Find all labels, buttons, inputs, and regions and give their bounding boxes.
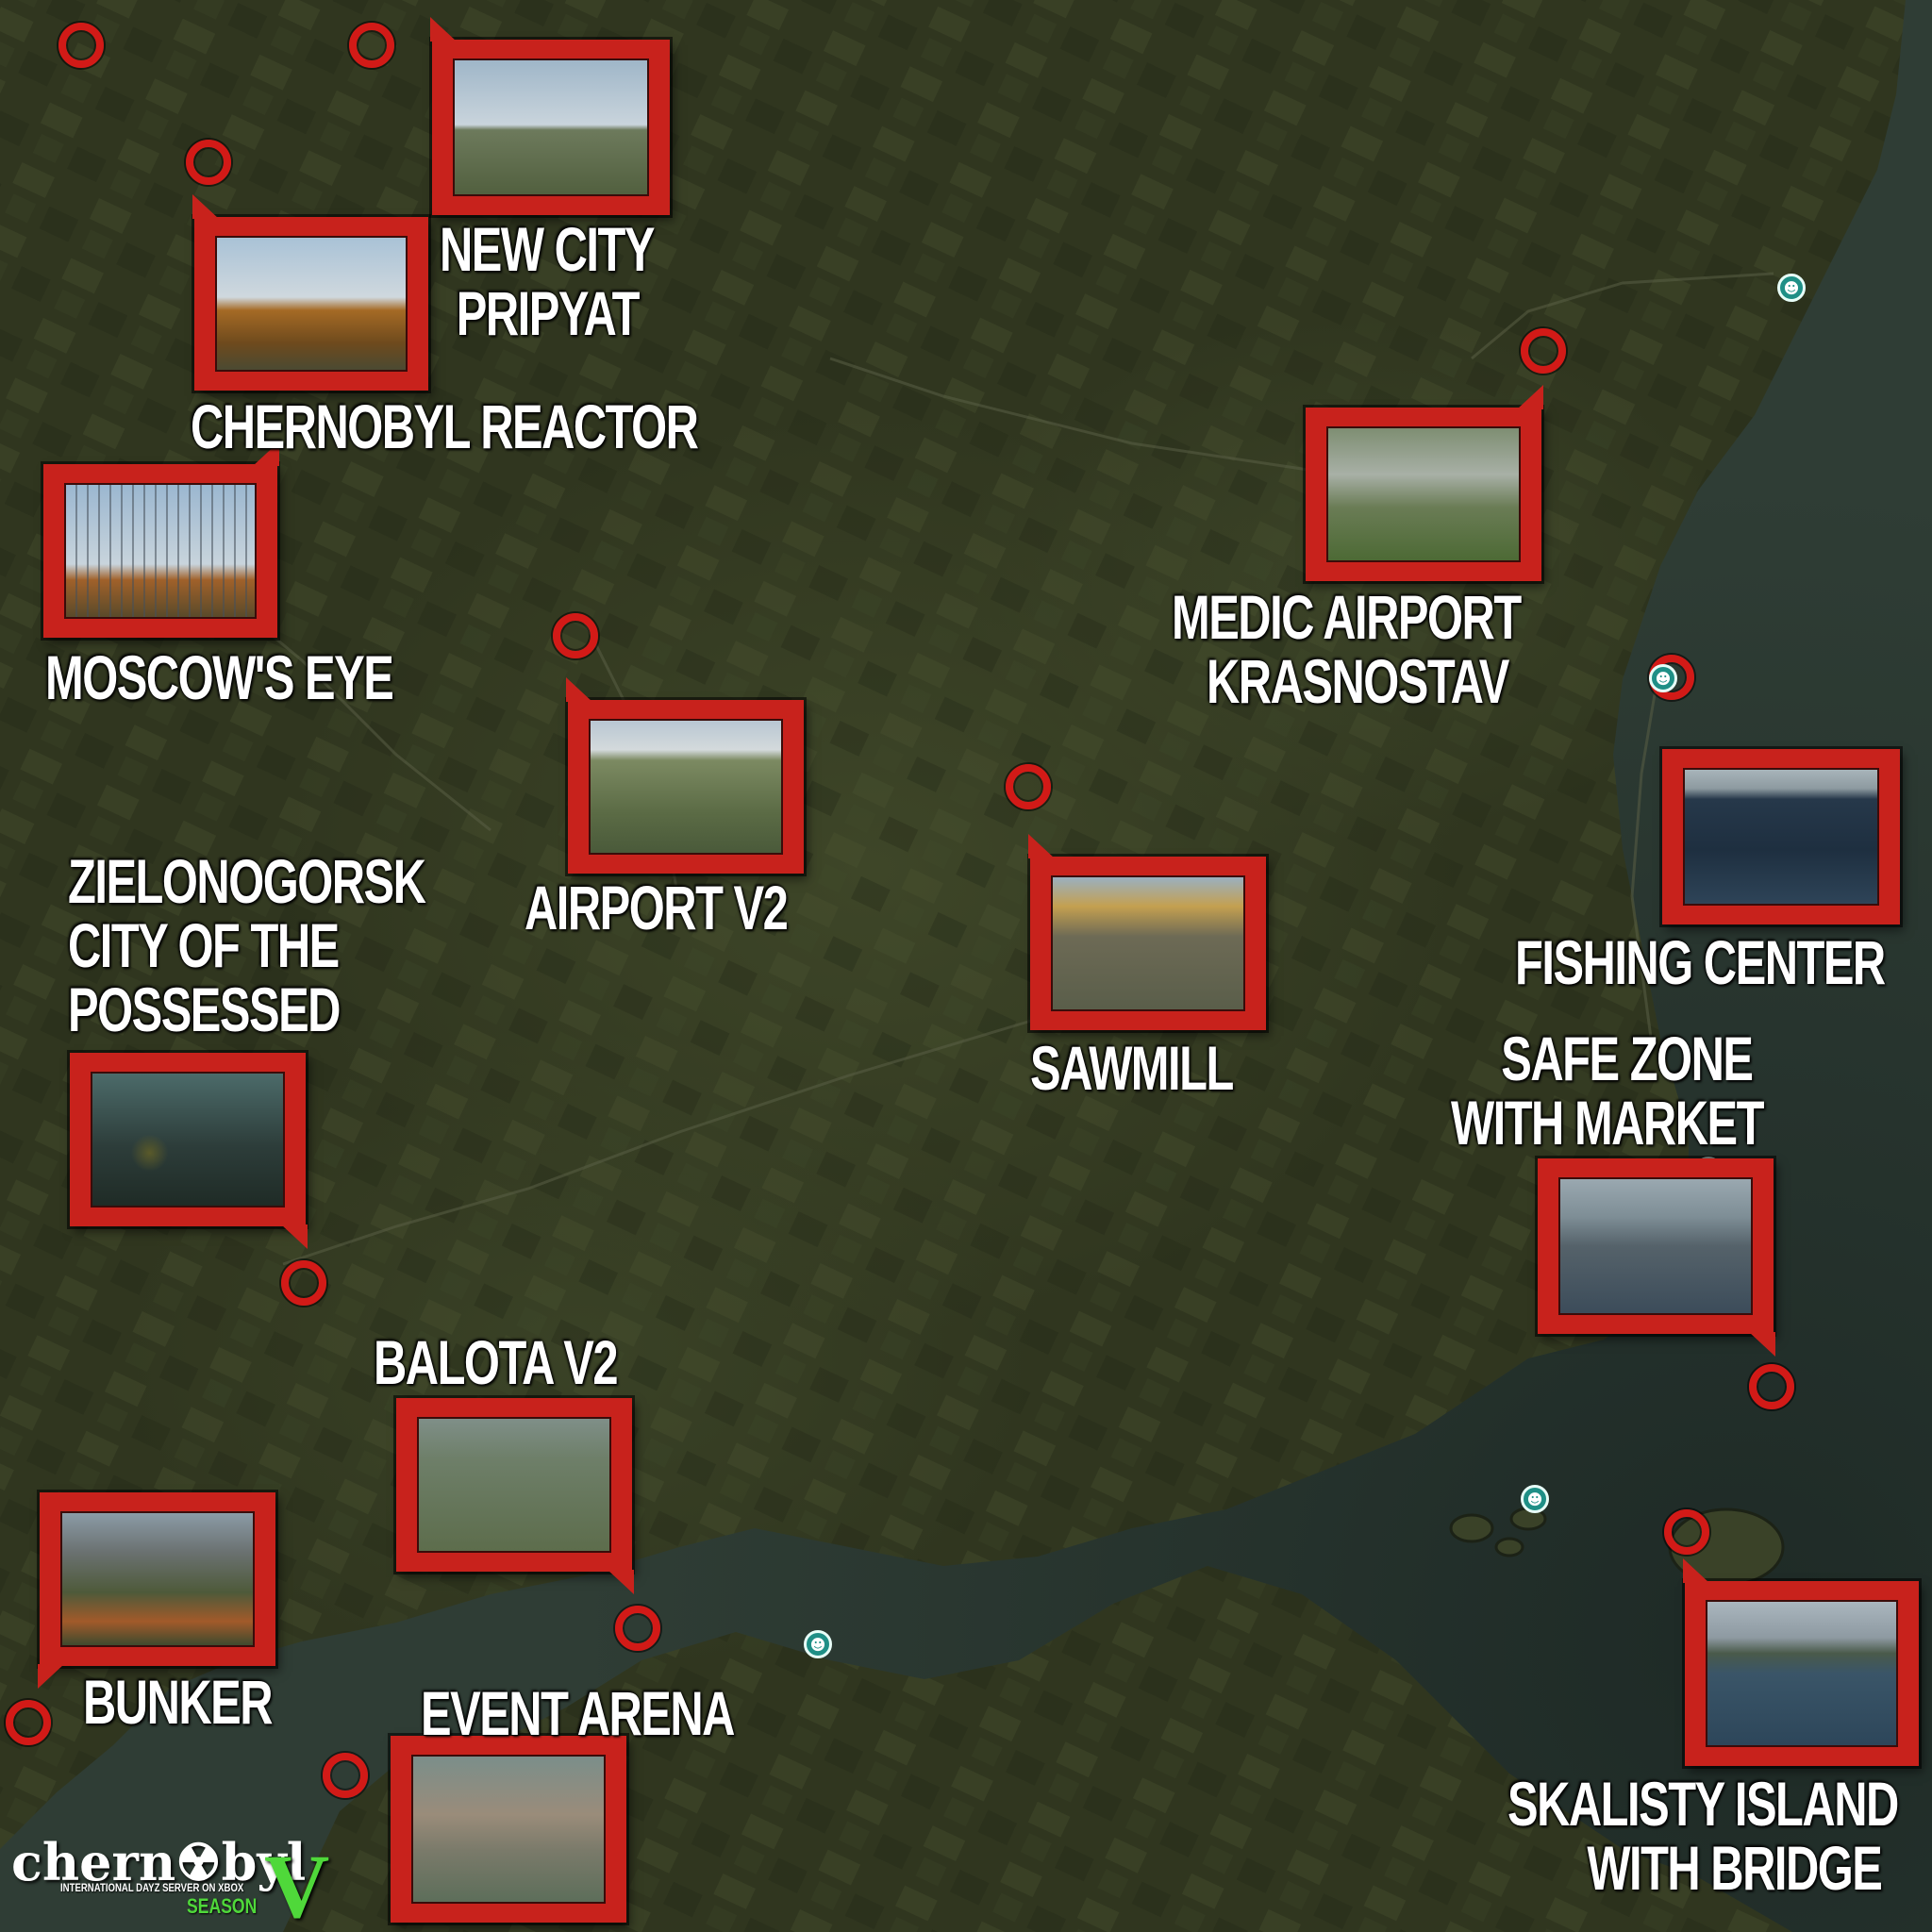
photo-bunker <box>60 1511 255 1647</box>
location-marker-icon[interactable] <box>281 1260 326 1306</box>
label-sawmill: SAWMILL <box>1030 1033 1234 1103</box>
logo-tagline: INTERNATIONAL DAYZ SERVER ON XBOX <box>60 1881 244 1894</box>
frame-safe-zone[interactable] <box>1538 1158 1775 1357</box>
frame-fishing-center[interactable] <box>1662 749 1900 924</box>
location-marker-icon[interactable] <box>6 1700 51 1745</box>
label-airport-v2: AIRPORT V2 <box>525 873 789 942</box>
location-marker-icon[interactable] <box>186 140 231 185</box>
photo-zielonogorsk <box>91 1072 285 1208</box>
photo-medic-airport <box>1326 426 1521 562</box>
trader-person-icon[interactable]: ☻ <box>1521 1485 1549 1513</box>
frame-moscows-eye[interactable] <box>43 441 279 638</box>
photo-new-city-pripyat <box>453 58 649 196</box>
label-chernobyl-reactor: CHERNOBYL REACTOR <box>191 391 699 461</box>
frame-event-arena[interactable] <box>391 1736 626 1923</box>
photo-chernobyl-reactor <box>215 236 408 372</box>
photo-moscows-eye <box>64 483 257 619</box>
logo-season-numeral: V <box>264 1836 330 1932</box>
location-marker-icon[interactable] <box>1749 1364 1794 1409</box>
label-moscows-eye: MOSCOW'S EYE <box>45 642 394 712</box>
label-event-arena: EVENT ARENA <box>421 1678 735 1748</box>
location-marker-icon[interactable] <box>349 23 394 68</box>
logo-wordmark: chern☢byl <box>11 1832 307 1892</box>
frame-skalisty-island[interactable] <box>1683 1558 1919 1766</box>
location-marker-icon[interactable] <box>323 1753 368 1798</box>
logo-season-label: SEASON <box>187 1894 258 1918</box>
photo-balota-v2 <box>417 1417 611 1553</box>
frame-balota-v2[interactable] <box>396 1398 634 1594</box>
location-marker-icon[interactable] <box>553 613 598 658</box>
label-fishing-center: FISHING CENTER <box>1515 927 1886 997</box>
location-marker-icon[interactable] <box>615 1606 660 1651</box>
trader-person-icon[interactable]: ☻ <box>1777 274 1806 302</box>
frame-airport-v2[interactable] <box>566 677 804 874</box>
location-marker-icon[interactable] <box>1521 328 1566 374</box>
trader-person-icon[interactable]: ☻ <box>1649 664 1677 692</box>
frame-sawmill[interactable] <box>1028 834 1266 1030</box>
label-bunker: BUNKER <box>83 1667 274 1737</box>
frame-new-city-pripyat[interactable] <box>430 17 670 215</box>
frame-zielonogorsk[interactable] <box>70 1053 308 1249</box>
frame-medic-airport[interactable] <box>1306 385 1543 581</box>
photo-fishing-center <box>1683 768 1879 906</box>
label-balota-v2: BALOTA V2 <box>374 1327 619 1397</box>
photo-sawmill <box>1051 875 1245 1011</box>
location-marker-icon[interactable] <box>1006 764 1051 809</box>
photo-airport-v2 <box>589 719 783 855</box>
frame-bunker[interactable] <box>38 1492 275 1689</box>
photo-safe-zone <box>1558 1177 1753 1315</box>
photo-skalisty-island <box>1706 1600 1898 1747</box>
photo-event-arena <box>411 1755 606 1904</box>
location-marker-icon[interactable] <box>58 23 104 68</box>
server-logo: chern☢byl INTERNATIONAL DAYZ SERVER ON X… <box>11 1832 329 1932</box>
location-marker-icon[interactable] <box>1664 1509 1709 1555</box>
frame-chernobyl-reactor[interactable] <box>192 194 428 391</box>
trader-person-icon[interactable]: ☻ <box>804 1630 832 1658</box>
